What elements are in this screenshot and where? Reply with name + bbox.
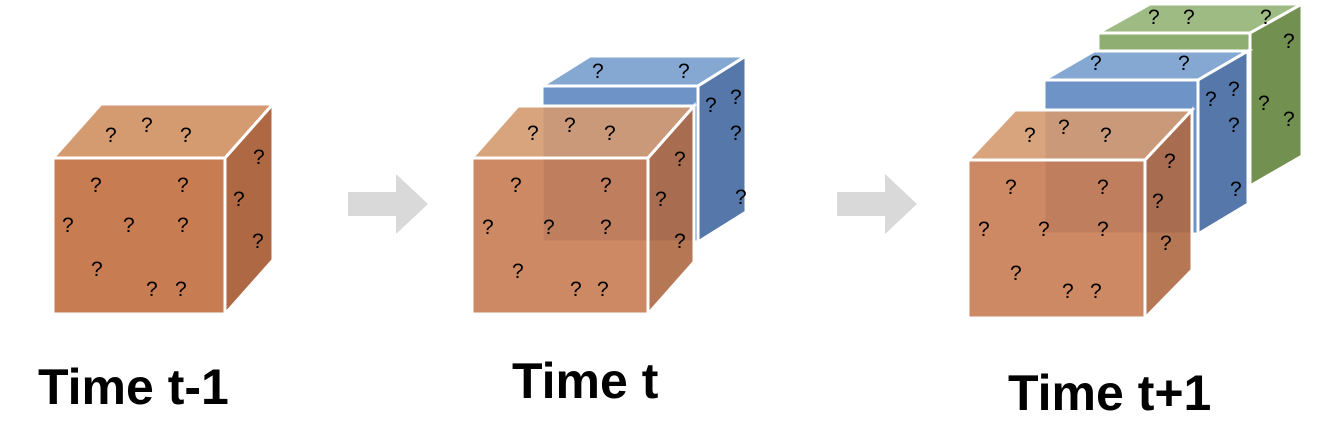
- unknown-mark: ?: [1090, 280, 1102, 303]
- unknown-mark: ?: [1010, 262, 1022, 285]
- unknown-mark: ?: [482, 216, 494, 239]
- unknown-mark: ?: [1164, 150, 1176, 173]
- unknown-mark: ?: [1148, 6, 1160, 29]
- unknown-mark: ?: [1183, 6, 1195, 29]
- unknown-mark: ?: [600, 174, 612, 197]
- cube-face-side: [1196, 48, 1250, 237]
- unknown-mark: ?: [253, 146, 265, 169]
- caption-time-t: Time t: [512, 353, 659, 409]
- unknown-marks: ? ? ? ? ? ? ? ? ? ? ? ? ? ?: [978, 116, 1176, 303]
- unknown-mark: ?: [1005, 176, 1017, 199]
- unknown-mark: ?: [1258, 92, 1270, 115]
- unknown-mark: ?: [527, 122, 539, 145]
- unknown-mark: ?: [1097, 218, 1109, 241]
- unknown-mark: ?: [674, 148, 686, 171]
- unknown-mark: ?: [90, 174, 102, 197]
- unknown-marks: ? ? ? ? ? ?: [1148, 6, 1295, 131]
- unknown-mark: ?: [1097, 176, 1109, 199]
- unknown-marks: ? ? ? ? ? ? ? ? ? ? ? ? ? ?: [62, 114, 265, 301]
- unknown-mark: ?: [592, 60, 604, 83]
- unknown-mark: ?: [730, 122, 742, 145]
- unknown-mark: ?: [1283, 108, 1295, 131]
- unknown-mark: ?: [141, 114, 153, 137]
- unknown-mark: ?: [597, 278, 609, 301]
- unknown-mark: ?: [1100, 124, 1112, 147]
- unknown-mark: ?: [570, 278, 582, 301]
- unknown-mark: ?: [674, 230, 686, 253]
- unknown-marks: ? ? ? ? ? ?: [1090, 52, 1242, 201]
- unknown-mark: ?: [564, 114, 576, 137]
- unknown-mark: ?: [655, 188, 667, 211]
- unknown-mark: ?: [978, 218, 990, 241]
- unknown-mark: ?: [1228, 78, 1240, 101]
- cube-face-front: [51, 156, 227, 316]
- unknown-mark: ?: [1228, 114, 1240, 137]
- unknown-mark: ?: [1152, 190, 1164, 213]
- caption-time-t-plus-1: Time t+1: [1008, 365, 1212, 421]
- unknown-mark: ?: [62, 214, 74, 237]
- unknown-marks: ? ? ? ? ? ? ? ? ? ? ? ? ? ?: [482, 114, 686, 301]
- unknown-mark: ?: [233, 188, 245, 211]
- unknown-mark: ?: [1058, 116, 1070, 139]
- unknown-mark: ?: [1062, 280, 1074, 303]
- unknown-mark: ?: [91, 258, 103, 281]
- unknown-mark: ?: [600, 216, 612, 239]
- caption-time-t-minus-1: Time t-1: [38, 359, 229, 415]
- arrow-right-1: [348, 174, 428, 234]
- unknown-mark: ?: [604, 122, 616, 145]
- unknown-mark: ?: [705, 94, 717, 117]
- unknown-mark: ?: [510, 174, 522, 197]
- unknown-mark: ?: [543, 216, 555, 239]
- unknown-mark: ?: [146, 278, 158, 301]
- unknown-mark: ?: [105, 124, 117, 147]
- unknown-mark: ?: [180, 124, 192, 147]
- unknown-mark: ?: [177, 214, 189, 237]
- unknown-mark: ?: [177, 174, 189, 197]
- unknown-mark: ?: [730, 86, 742, 109]
- cube-face-side: [696, 53, 748, 245]
- unknown-mark: ?: [1230, 178, 1242, 201]
- unknown-mark: ?: [1024, 124, 1036, 147]
- unknown-mark: ?: [1038, 218, 1050, 241]
- cube-orange-t: ? ? ? ? ? ? ? ? ? ? ? ? ? ?: [468, 102, 698, 318]
- unknown-mark: ?: [735, 186, 747, 209]
- cube-face-front: [966, 158, 1147, 320]
- unknown-mark: ?: [1260, 6, 1272, 29]
- unknown-mark: ?: [1090, 52, 1102, 75]
- cube-orange-t-plus-1: ? ? ? ? ? ? ? ? ? ? ? ? ? ?: [964, 106, 1196, 322]
- unknown-mark: ?: [252, 230, 264, 253]
- unknown-mark: ?: [175, 278, 187, 301]
- unknown-mark: ?: [1205, 88, 1217, 111]
- unknown-mark: ?: [123, 214, 135, 237]
- cube-orange-t-minus-1: ? ? ? ? ? ? ? ? ? ? ? ? ? ?: [49, 100, 277, 318]
- unknown-mark: ?: [1160, 232, 1172, 255]
- cube-face-front: [470, 156, 650, 316]
- unknown-marks: ? ? ? ? ? ?: [592, 60, 747, 209]
- unknown-mark: ?: [512, 260, 524, 283]
- unknown-mark: ?: [678, 60, 690, 83]
- unknown-mark: ?: [1178, 52, 1190, 75]
- unknown-mark: ?: [1283, 30, 1295, 53]
- arrow-right-2: [837, 174, 917, 234]
